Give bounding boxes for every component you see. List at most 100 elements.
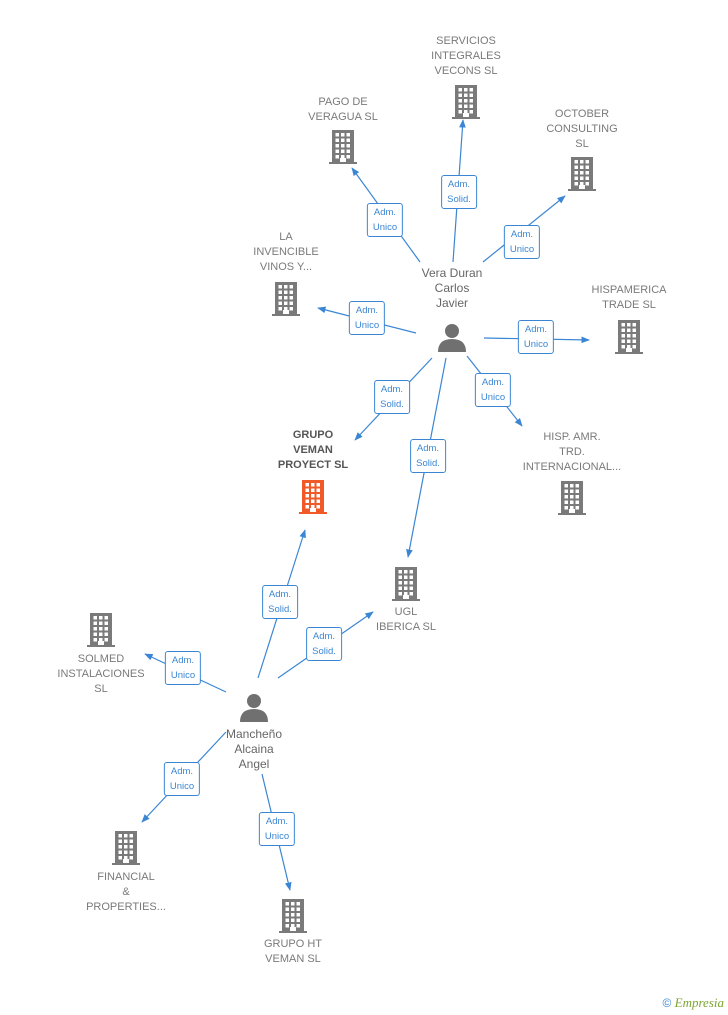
- node-label-financial[interactable]: FINANCIAL & PROPERTIES...: [86, 870, 166, 915]
- node-label-line: TRADE SL: [602, 299, 656, 311]
- node-label-line: GRUPO: [292, 429, 334, 441]
- node-label-line: LA: [279, 231, 293, 243]
- building-icon-grupo_ht[interactable]: [278, 899, 308, 938]
- role-badge-line: Adm.: [447, 179, 471, 190]
- building-icon-servicios[interactable]: [451, 85, 481, 124]
- node-label-line: UGL: [394, 606, 418, 618]
- node-label-grupo_ht[interactable]: GRUPO HT VEMAN SL: [264, 937, 322, 967]
- role-badge-line: Adm.: [265, 816, 289, 827]
- role-badge-vera-hisp[interactable]: Adm. Unico: [474, 373, 512, 407]
- role-badge-line: Solid.: [380, 399, 404, 410]
- node-label-line: Alcaina: [234, 742, 274, 756]
- node-label-line: FINANCIAL: [97, 871, 155, 883]
- role-badge-line: Adm.: [481, 377, 505, 388]
- role-badge-line: Unico: [354, 320, 380, 331]
- role-badge-vera-invencible[interactable]: Adm.Unico: [348, 301, 386, 335]
- node-label-invencible[interactable]: LA INVENCIBLE VINOS Y...: [253, 230, 318, 275]
- node-label-line: &: [122, 886, 130, 898]
- node-label-line: Vera Duran: [421, 266, 483, 280]
- person-icon-vera[interactable]: [437, 322, 467, 357]
- node-label-line: IBERICA SL: [376, 621, 436, 633]
- role-badge-line: Unico: [523, 339, 549, 350]
- role-badge-line: Adm.: [312, 631, 336, 642]
- role-badge-manch-grupo_ht[interactable]: Adm. Unico: [258, 812, 296, 846]
- node-label-hisp[interactable]: HISP. AMR. TRD. INTERNACIONAL...: [523, 430, 621, 475]
- building-icon-solmed[interactable]: [86, 613, 116, 652]
- role-badge-line: Unico: [480, 392, 506, 403]
- role-badge-manch-grupo_veman[interactable]: Adm. Solid.: [262, 585, 298, 619]
- node-label-line: CONSULTING: [546, 123, 618, 135]
- building-icon-ugl[interactable]: [391, 567, 421, 606]
- building-icon-invencible[interactable]: [271, 282, 301, 321]
- role-badge-line: Adm.: [170, 766, 194, 777]
- role-badge-vera-servicios[interactable]: Adm. Solid.: [441, 175, 477, 209]
- role-badge-line: Unico: [170, 670, 196, 681]
- node-label-line: SL: [94, 683, 108, 695]
- node-label-line: INTERNACIONAL...: [522, 461, 622, 473]
- role-badge-vera-pago[interactable]: Adm. Unico: [366, 203, 404, 237]
- node-label-october[interactable]: OCTOBER CONSULTING SL: [546, 107, 617, 152]
- role-badge-line: Adm.: [524, 324, 548, 335]
- node-label-line: SL: [575, 138, 589, 150]
- role-badge-line: Adm.: [416, 443, 440, 454]
- role-badge-vera-hispamerica[interactable]: Adm. Unico: [517, 320, 555, 354]
- building-icon-financial[interactable]: [111, 831, 141, 870]
- role-badge-line: Solid.: [268, 604, 292, 615]
- building-icon-grupo_veman[interactable]: [298, 480, 328, 519]
- node-label-line: SERVICIOS: [436, 35, 496, 47]
- node-label-line: INTEGRALES: [431, 50, 501, 62]
- role-badge-line: Unico: [372, 222, 398, 233]
- role-badge-manch-solmed[interactable]: Adm. Unico: [164, 651, 202, 685]
- node-label-line: PROPERTIES...: [86, 901, 166, 913]
- role-badge-line: Solid.: [447, 194, 471, 205]
- node-label-line: Javier: [435, 296, 469, 310]
- node-label-line: GRUPO HT: [263, 938, 323, 950]
- node-label-line: TRD.: [559, 446, 585, 458]
- person-icon-manch[interactable]: [239, 692, 269, 727]
- node-label-line: PROYECT SL: [277, 459, 349, 471]
- role-badge-vera-october[interactable]: Adm. Unico: [503, 225, 541, 259]
- building-icon-hisp[interactable]: [557, 481, 587, 520]
- building-icon-hispamerica[interactable]: [614, 320, 644, 359]
- copyright-symbol: ©: [662, 996, 672, 1010]
- node-label-line: OCTOBER: [554, 108, 610, 120]
- role-badge-line: Adm.: [380, 384, 404, 395]
- node-label-line: Carlos: [434, 281, 470, 295]
- node-label-line: PAGO DE: [318, 96, 368, 108]
- node-label-line: INVENCIBLE: [253, 246, 319, 258]
- role-badge-line: Unico: [169, 781, 195, 792]
- role-badge-line: Adm.: [373, 207, 397, 218]
- role-badge-line: Solid.: [416, 458, 440, 469]
- role-badge-vera-ugl[interactable]: Adm. Solid.: [410, 439, 446, 473]
- node-label-line: VEMAN: [293, 444, 333, 456]
- node-label-line: VERAGUA SL: [308, 111, 378, 123]
- role-badge-line: Unico: [509, 244, 535, 255]
- role-badge-line: Adm.: [510, 229, 534, 240]
- role-badge-vera-grupo_veman[interactable]: Adm. Solid.: [374, 380, 410, 414]
- node-label-line: HISP. AMR.: [543, 431, 601, 443]
- role-badge-line: Solid.: [312, 646, 336, 657]
- node-label-ugl[interactable]: UGL IBERICA SL: [376, 605, 436, 635]
- node-label-line: SOLMED: [77, 653, 125, 665]
- building-icon-pago[interactable]: [328, 130, 358, 169]
- node-label-line: VINOS Y...: [259, 261, 313, 273]
- node-label-line: INSTALACIONES: [57, 668, 145, 680]
- role-badge-line: Adm.: [171, 655, 195, 666]
- node-label-line: VEMAN SL: [265, 953, 321, 965]
- node-label-solmed[interactable]: SOLMED INSTALACIONES SL: [57, 652, 144, 697]
- node-label-grupo_veman[interactable]: GRUPO VEMAN PROYECT SL: [278, 428, 348, 473]
- role-badge-line: Unico: [264, 831, 290, 842]
- node-label-line: Mancheño: [225, 727, 283, 741]
- role-badge-line: Adm.: [268, 589, 292, 600]
- role-badge-manch-financial[interactable]: Adm. Unico: [163, 762, 201, 796]
- building-icon-october[interactable]: [567, 157, 597, 196]
- brand-name: Empresia: [674, 995, 724, 1010]
- node-label-pago[interactable]: PAGO DE VERAGUA SL: [308, 95, 378, 125]
- footer-brand: © Empresia: [662, 995, 724, 1011]
- role-badge-manch-ugl[interactable]: Adm. Solid.: [306, 627, 342, 661]
